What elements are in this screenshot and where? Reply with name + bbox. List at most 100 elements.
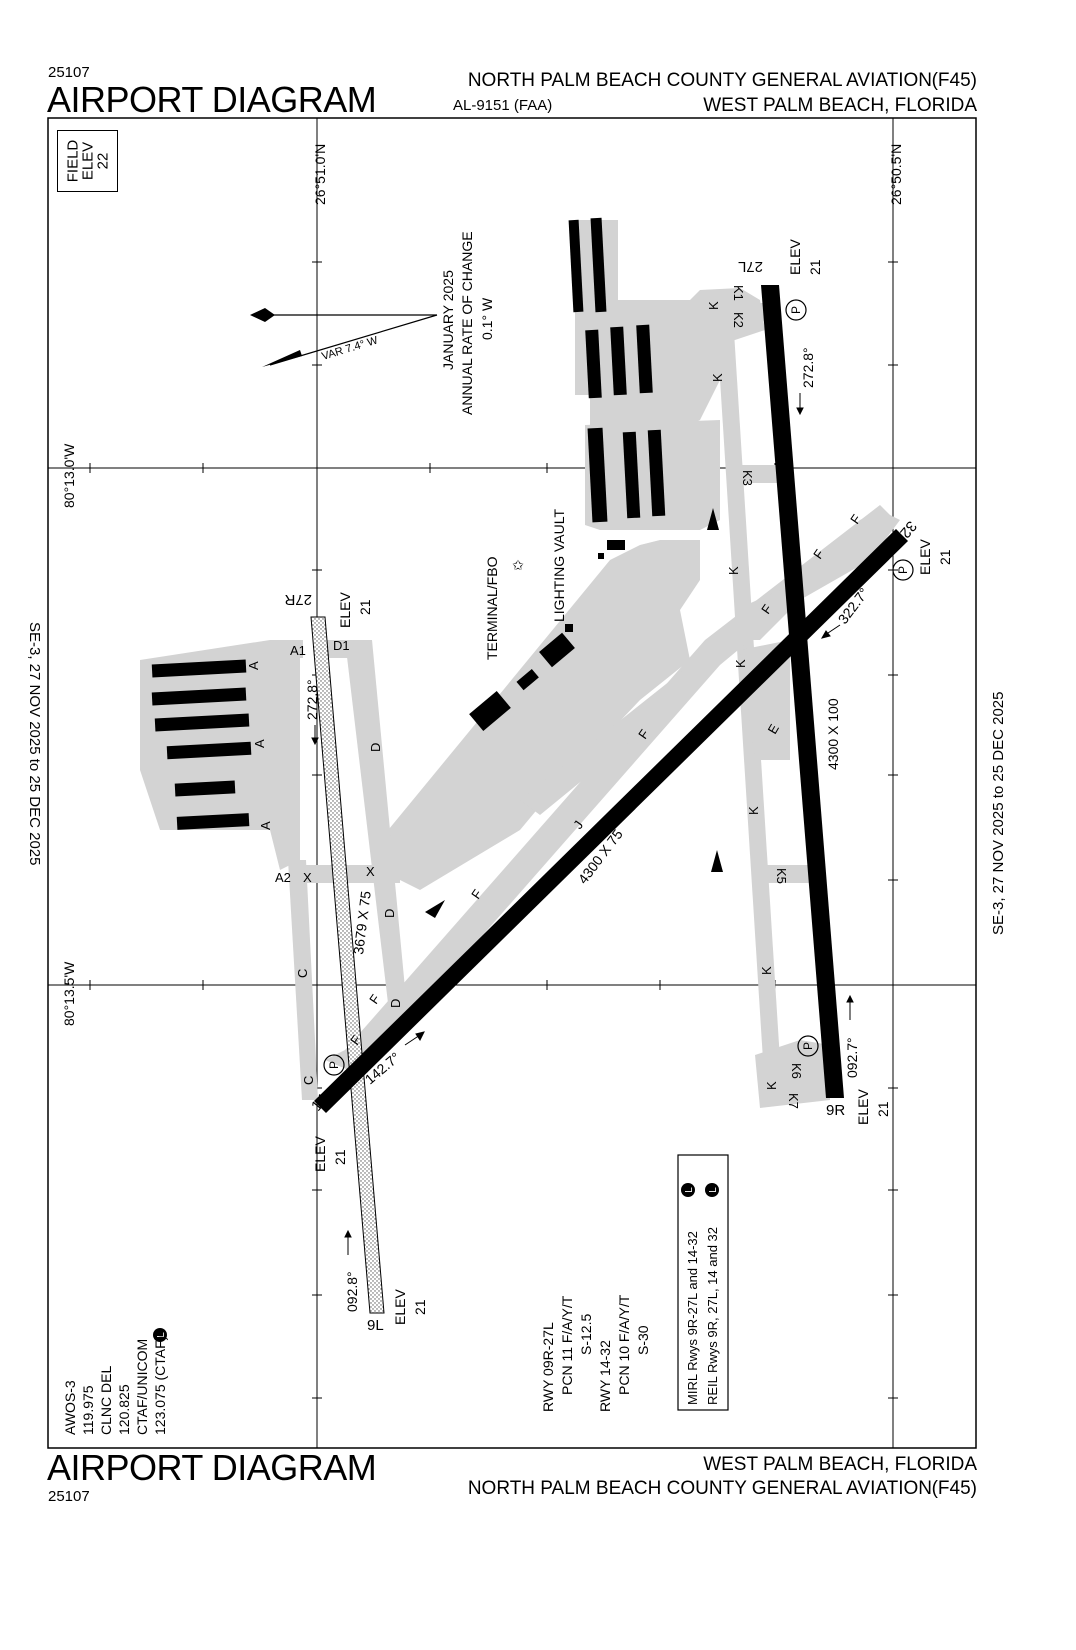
connector-x [340, 865, 400, 883]
runway-end-9l: 9L [367, 1317, 384, 1334]
wind-indicator-icon [711, 850, 723, 872]
fbo-building [516, 668, 539, 691]
taxiway-label-a: A [258, 821, 273, 830]
hangar [166, 741, 252, 760]
lighting-badge-label: L [708, 1187, 719, 1193]
hangar [176, 813, 250, 830]
mirl-note: MIRL Rwys 9R-27L and 14-32 [685, 1231, 700, 1405]
taxiway-label-k2: K2 [731, 312, 746, 328]
parking-icon [785, 299, 807, 321]
taxiway-label-d: D [368, 743, 383, 752]
airport-name-top: NORTH PALM BEACH COUNTY GENERAL AVIATION [467, 70, 932, 91]
taxiway-label-k: K [710, 373, 725, 382]
terminal-label: TERMINAL/FBO [484, 556, 500, 660]
taxiway-label-k1: K1 [731, 285, 746, 301]
taxiway-label-k: K [759, 966, 774, 975]
tower-building [607, 540, 625, 550]
parking-icon [892, 559, 914, 581]
wind-indicator-icon [425, 900, 445, 918]
connector-k5 [760, 865, 810, 883]
hangar [585, 329, 602, 399]
terminal-building [469, 691, 511, 731]
runway-14-32 [314, 529, 908, 1113]
hangar [636, 324, 653, 394]
taxiway-label-a2: A2 [275, 870, 291, 885]
hangar [610, 326, 627, 396]
freq-line-2: 119.975 [80, 1385, 96, 1435]
chart-code-top: 25107 [48, 64, 90, 81]
airport-name-bottom: NORTH PALM BEACH COUNTY GENERAL AVIATION [467, 1478, 932, 1499]
parking-icon [797, 1035, 819, 1057]
field-elevation-box: FIELD ELEV 22 [57, 130, 118, 192]
arrow-icon [796, 407, 804, 416]
runway-32-elev-label: ELEV [917, 539, 933, 575]
chart-title-bottom: AIRPORT DIAGRAM [47, 1447, 377, 1488]
taxiway-label-d: D [388, 999, 403, 1008]
taxiway-label-k: K [726, 566, 741, 575]
airport-id-bottom: (F45) [931, 1478, 977, 1499]
k-south-apron [755, 1040, 830, 1108]
hangar [151, 687, 247, 706]
arrow-icon [344, 1229, 352, 1238]
hangar [154, 713, 250, 732]
runway-27l-elev-label: ELEV [787, 239, 803, 275]
parking-label: P [896, 566, 910, 574]
hangar [151, 659, 247, 678]
pcn-line-4: RWY 14-32 [597, 1340, 613, 1412]
taxiway-label-k: K [746, 806, 761, 815]
runway-14-elev-label: ELEV [312, 1136, 328, 1172]
freq-line-1: AWOS-3 [62, 1380, 78, 1435]
taxiway-label-k6: K6 [789, 1063, 804, 1079]
parking-symbols [323, 299, 914, 1076]
lon-label-east: 80°13.0'W [61, 443, 77, 508]
taxiway-c [288, 860, 318, 1100]
pcn-line-5: PCN 10 F/A/Y/T [616, 1294, 632, 1395]
taxiway-label-a1: A1 [290, 643, 306, 658]
validity-left: SE-3, 27 NOV 2025 to 25 DEC 2025 [26, 622, 43, 865]
connector-k3 [730, 465, 790, 483]
runway-14-elev: 21 [332, 1149, 348, 1165]
runway-end-27r: 27R [284, 591, 312, 608]
parking-label: P [789, 306, 803, 314]
lighting-badge-label: L [684, 1187, 695, 1193]
runway-9r-heading: 092.7° [844, 1037, 860, 1078]
hangar [590, 217, 607, 313]
parking-label: P [801, 1042, 815, 1050]
runway-27r-heading: 272.8° [304, 679, 320, 720]
runway-9l-27r-dims: 3679 X 75 [350, 890, 374, 956]
taxiway-label-k: K [733, 659, 748, 668]
freq-line-5: CTAF/UNICOM [134, 1339, 150, 1435]
true-north-arrow-icon [250, 308, 275, 322]
parking-label: P [327, 1061, 341, 1069]
chart-title-top: AIRPORT DIAGRAM [47, 79, 377, 120]
main-apron [380, 540, 700, 890]
taxiway-label-k: K [706, 301, 721, 310]
taxiway-d [345, 640, 408, 1020]
freq-line-4: 120.825 [116, 1384, 132, 1435]
airport-id-top: (F45) [931, 70, 977, 91]
arrow-icon [846, 994, 854, 1003]
lat-label-north: 26°51.0'N [312, 144, 328, 205]
mag-var-date: JANUARY 2025 [440, 270, 456, 370]
mag-var-rate-label: ANNUAL RATE OF CHANGE [459, 231, 475, 415]
lighting-badge-label: L [156, 1332, 167, 1338]
runway-end-9r: 9R [826, 1102, 845, 1119]
taxiway-label-d: D [382, 909, 397, 918]
connector-a1 [275, 640, 303, 658]
runway-9l-heading: 092.8° [344, 1271, 360, 1312]
taxiway-j-connector [520, 665, 705, 815]
reil-note: REIL Rwys 9R, 27L, 14 and 32 [705, 1227, 720, 1405]
taxiway-label-d1: D1 [333, 638, 350, 653]
taxiway-label-c: C [301, 1076, 316, 1085]
lighting-badge-icon [153, 1328, 167, 1342]
arrow-icon [415, 1031, 425, 1041]
terminal-building-2 [539, 632, 575, 668]
magnetic-north-arrow-icon [262, 350, 302, 367]
arrow-icon [820, 630, 831, 639]
taxiway-label-a: A [252, 739, 267, 748]
pcn-line-2: PCN 11 F/A/Y/T [559, 1295, 575, 1395]
runway-9l-elev-label: ELEV [392, 1289, 408, 1325]
small-building [598, 553, 604, 559]
runway-9r-27l-dims: 4300 X 100 [825, 698, 841, 770]
